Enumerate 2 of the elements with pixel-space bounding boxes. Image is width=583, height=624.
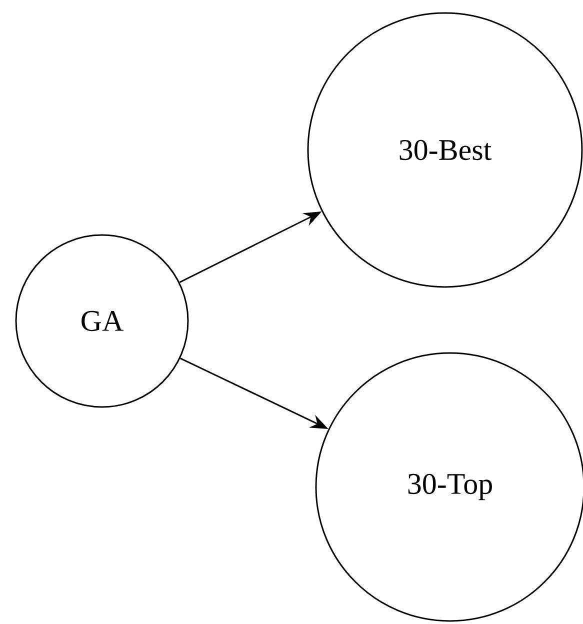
circle-node: 30-Best [307, 12, 583, 288]
circle-node: GA [15, 234, 189, 408]
